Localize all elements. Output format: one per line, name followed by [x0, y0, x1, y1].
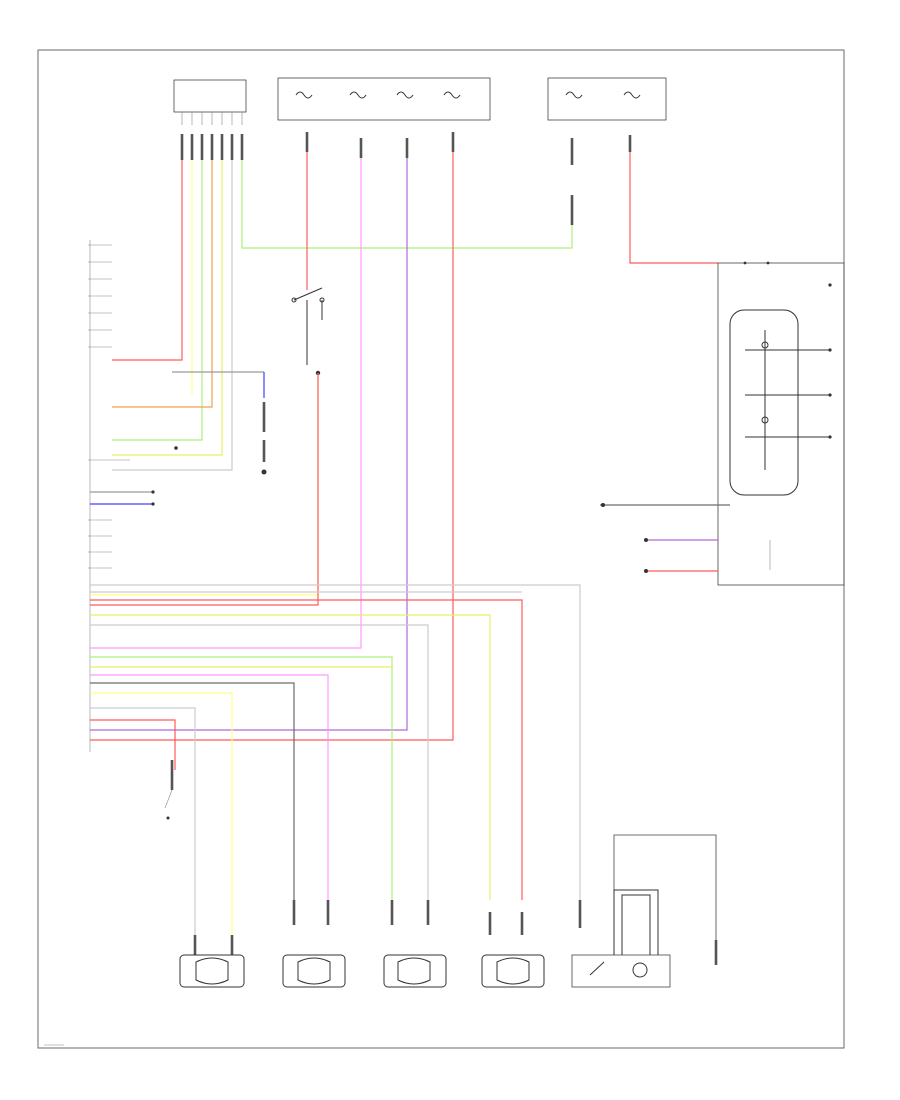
pump-motor: [571, 834, 717, 988]
ignition-input-wires: [600, 503, 730, 573]
fuse-box-main: [277, 77, 491, 121]
fuse-feed-wires: [90, 152, 718, 741]
rear-left-wheel-sensor: [383, 954, 447, 988]
module-ground: [164, 760, 174, 820]
brake-feed-wire: [90, 373, 319, 606]
steering-sensor-pins: [180, 112, 244, 160]
fuse-connectors: [305, 132, 632, 225]
front-left-wheel-sensor: [179, 954, 245, 988]
steering-sensor-wires: [112, 160, 573, 471]
front-right-wheel-sensor: [282, 954, 346, 988]
fuse-symbols: [295, 91, 641, 99]
brake-switch: [291, 287, 325, 376]
fuse-box-secondary: [547, 77, 667, 121]
steering-sensor-box: [173, 79, 247, 113]
module-side-connectors: [90, 446, 178, 506]
rear-right-wheel-sensor: [481, 954, 545, 988]
wheel-sensor-connectors: [193, 900, 718, 965]
module-output-wires: [90, 584, 581, 935]
diagnostic-connector: [172, 371, 267, 475]
diagram-frame: [37, 49, 845, 1049]
ignition-module: [717, 261, 845, 586]
brake-switch-wire: [90, 373, 319, 596]
